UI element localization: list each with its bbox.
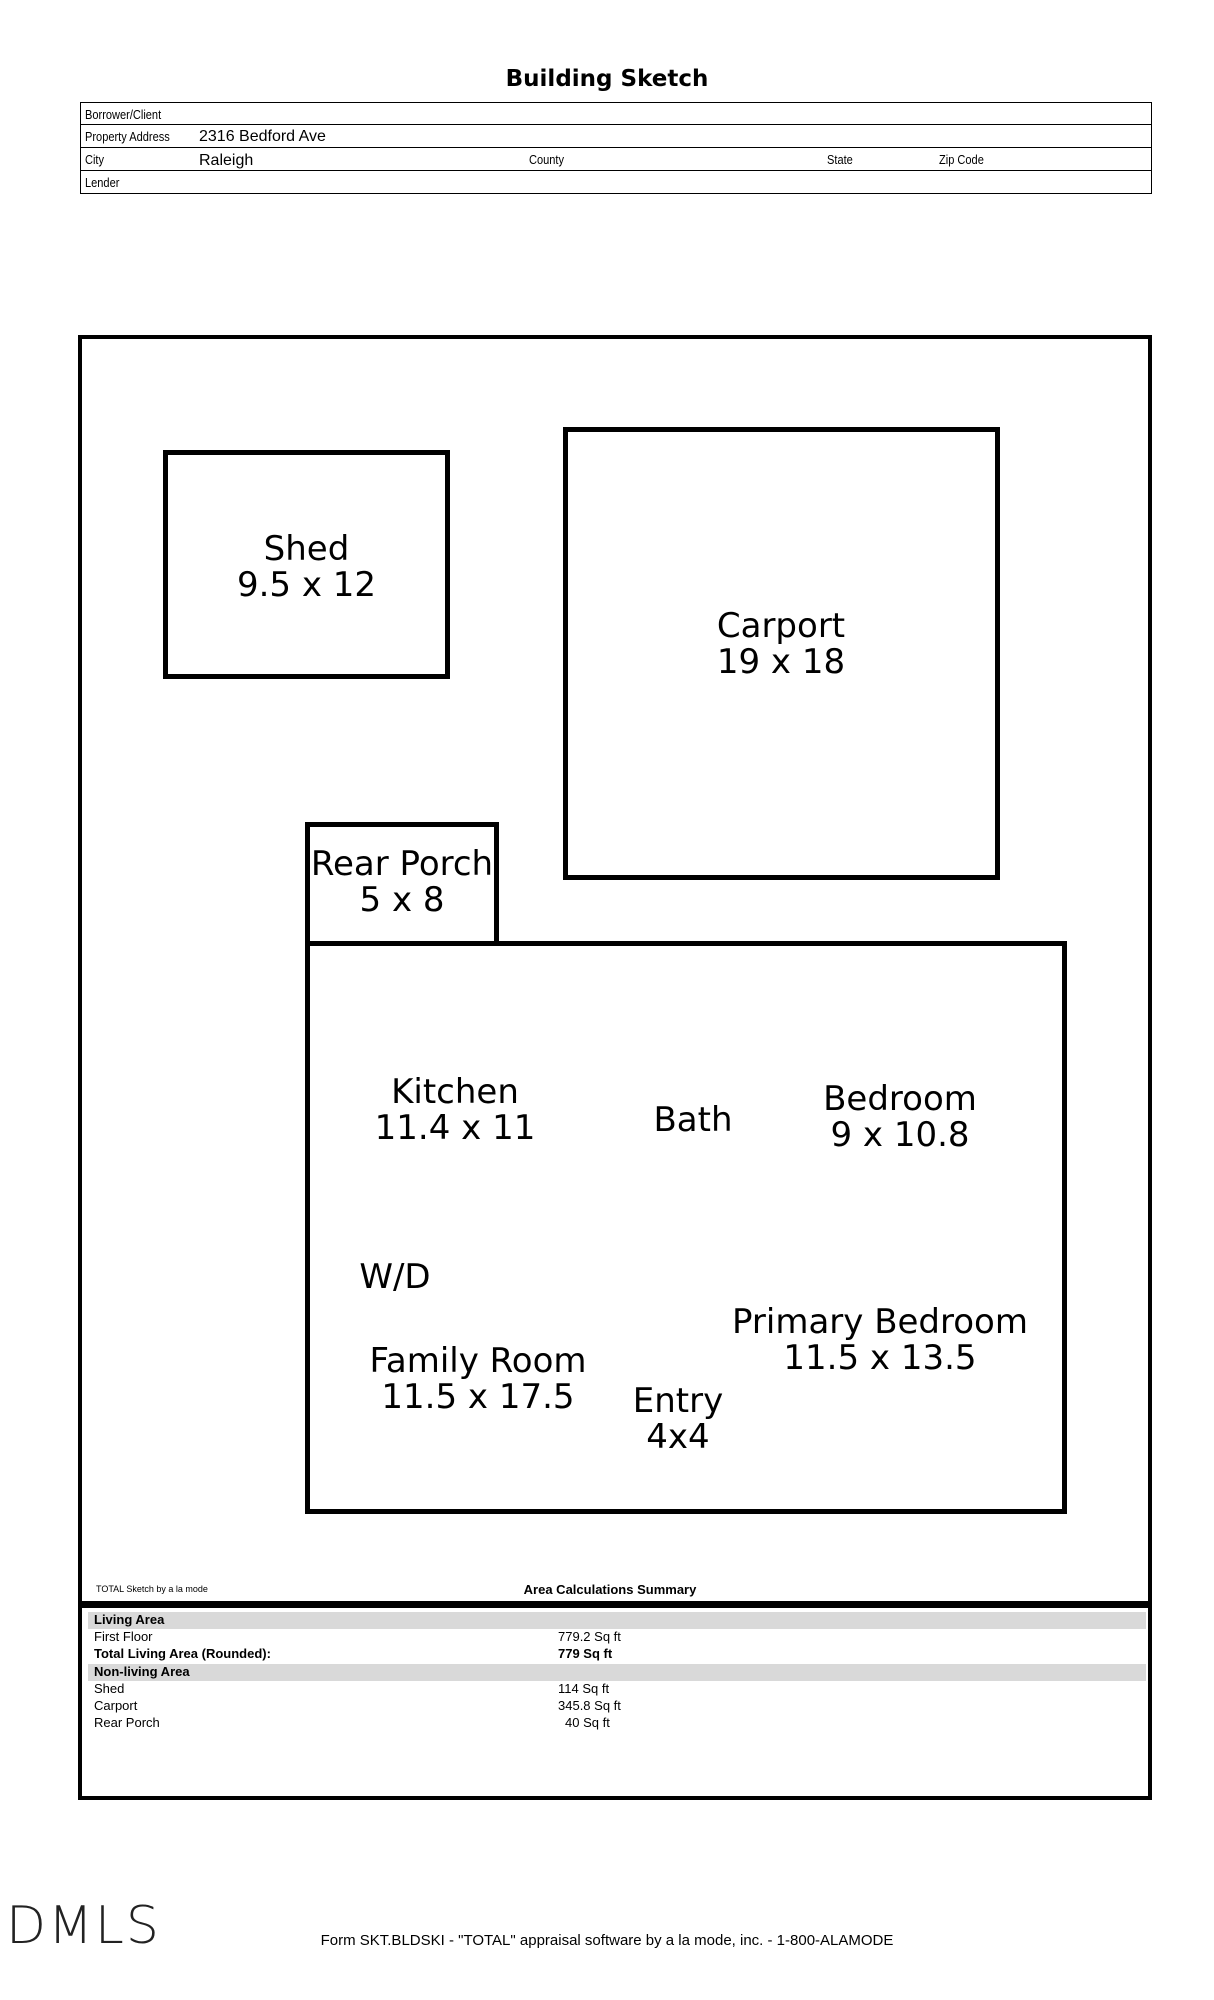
city-value: Raleigh xyxy=(199,152,254,169)
bedroom-name: Bedroom xyxy=(823,1079,977,1119)
bath-name: Bath xyxy=(653,1100,733,1140)
family-room-label: Family Room 11.5 x 17.5 xyxy=(358,1343,598,1415)
carport-name: Carport xyxy=(716,606,846,646)
carport-dims: 19 x 18 xyxy=(716,642,846,682)
row-value: 114 Sq ft xyxy=(558,1681,610,1696)
row-name: Rear Porch xyxy=(94,1715,160,1730)
address-value: 2316 Bedford Ave xyxy=(199,128,326,145)
summary-row-first-floor: First Floor 779.2 Sq ft xyxy=(88,1629,1146,1646)
form-footer: Form SKT.BLDSKI - "TOTAL" appraisal soft… xyxy=(320,1932,894,1949)
row-value: 345.8 Sq ft xyxy=(558,1698,621,1713)
zip-label: Zip Code xyxy=(939,152,984,167)
rear-porch-name: Rear Porch xyxy=(310,844,494,884)
summary-row-total-living: Total Living Area (Rounded): 779 Sq ft xyxy=(88,1646,1146,1663)
row-name: Total Living Area (Rounded): xyxy=(94,1646,271,1661)
lender-label: Lender xyxy=(85,175,120,190)
city-row: City Raleigh County State Zip Code xyxy=(81,148,1151,171)
row-name: First Floor xyxy=(94,1629,153,1644)
nonliving-area-header: Non-living Area xyxy=(88,1664,1146,1681)
sketch-frame xyxy=(78,335,1152,1605)
rear-porch-label: Rear Porch 5 x 8 xyxy=(305,846,499,918)
property-info-table: Borrower/Client Property Address 2316 Be… xyxy=(80,102,1152,194)
carport-label: Carport 19 x 18 xyxy=(662,608,900,680)
dmls-logo: DMLS xyxy=(6,1896,161,1956)
bedroom-label: Bedroom 9 x 10.8 xyxy=(800,1081,1000,1153)
row-name: Carport xyxy=(94,1698,138,1713)
entry-dims: 4x4 xyxy=(646,1417,710,1457)
city-label: City xyxy=(85,152,105,167)
primary-bedroom-dims: 11.5 x 13.5 xyxy=(783,1338,977,1378)
county-label: County xyxy=(529,152,565,167)
summary-row-rear-porch: Rear Porch 40 Sq ft xyxy=(88,1715,1146,1732)
lender-row: Lender xyxy=(81,171,1151,193)
shed-dims: 9.5 x 12 xyxy=(236,565,377,605)
living-area-header: Living Area xyxy=(88,1612,1146,1629)
shed-outline xyxy=(163,450,450,679)
row-value: 779 Sq ft xyxy=(558,1646,613,1661)
family-room-dims: 11.5 x 17.5 xyxy=(381,1377,575,1417)
wd-label: W/D xyxy=(340,1259,450,1295)
kitchen-label: Kitchen 11.4 x 11 xyxy=(355,1074,555,1146)
bedroom-dims: 9 x 10.8 xyxy=(830,1115,970,1155)
living-area-header-label: Living Area xyxy=(94,1612,165,1627)
family-room-name: Family Room xyxy=(369,1341,587,1381)
kitchen-dims: 11.4 x 11 xyxy=(374,1108,536,1148)
house-outline xyxy=(305,941,1067,1514)
carport-outline xyxy=(563,427,1000,880)
kitchen-name: Kitchen xyxy=(391,1072,519,1112)
nonliving-area-header-label: Non-living Area xyxy=(94,1664,190,1679)
summary-row-carport: Carport 345.8 Sq ft xyxy=(88,1698,1146,1715)
borrower-row: Borrower/Client xyxy=(81,103,1151,125)
summary-row-shed: Shed 114 Sq ft xyxy=(88,1681,1146,1698)
row-value: 40 Sq ft xyxy=(565,1715,610,1730)
primary-bedroom-label: Primary Bedroom 11.5 x 13.5 xyxy=(720,1304,1040,1376)
borrower-label: Borrower/Client xyxy=(85,107,162,122)
row-value: 779.2 Sq ft xyxy=(558,1629,621,1644)
address-label: Property Address xyxy=(85,129,170,144)
shed-label: Shed 9.5 x 12 xyxy=(163,531,450,603)
row-name: Shed xyxy=(94,1681,125,1696)
software-label: TOTAL Sketch by a la mode xyxy=(96,1584,208,1594)
area-summary-table: Living Area First Floor 779.2 Sq ft Tota… xyxy=(78,1605,1152,1800)
summary-title: Area Calculations Summary xyxy=(523,1582,697,1597)
page-title: Building Sketch xyxy=(505,66,709,92)
wd-name: W/D xyxy=(359,1257,431,1297)
address-row: Property Address 2316 Bedford Ave xyxy=(81,125,1151,148)
state-label: State xyxy=(827,152,853,167)
bath-label: Bath xyxy=(630,1102,756,1138)
entry-label: Entry 4x4 xyxy=(618,1383,738,1455)
entry-name: Entry xyxy=(632,1381,724,1421)
shed-name: Shed xyxy=(263,529,350,569)
rear-porch-dims: 5 x 8 xyxy=(359,880,445,920)
primary-bedroom-name: Primary Bedroom xyxy=(732,1302,1028,1342)
